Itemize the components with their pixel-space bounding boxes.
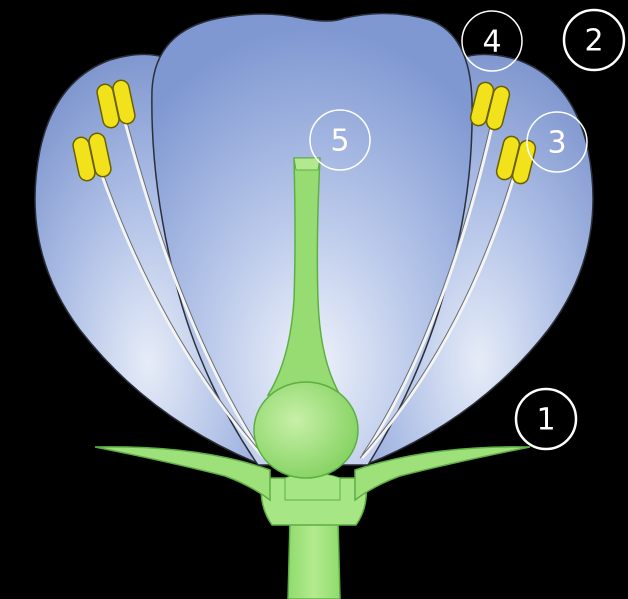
label-5: 5	[330, 124, 349, 159]
label-marker-2: 2	[564, 10, 624, 70]
ovary	[254, 382, 358, 478]
label-1: 1	[536, 403, 555, 438]
label-2: 2	[584, 24, 603, 59]
stem	[288, 520, 340, 599]
stigma	[294, 158, 320, 170]
label-marker-1: 1	[516, 389, 576, 449]
label-3: 3	[547, 126, 566, 161]
label-4: 4	[482, 25, 501, 60]
